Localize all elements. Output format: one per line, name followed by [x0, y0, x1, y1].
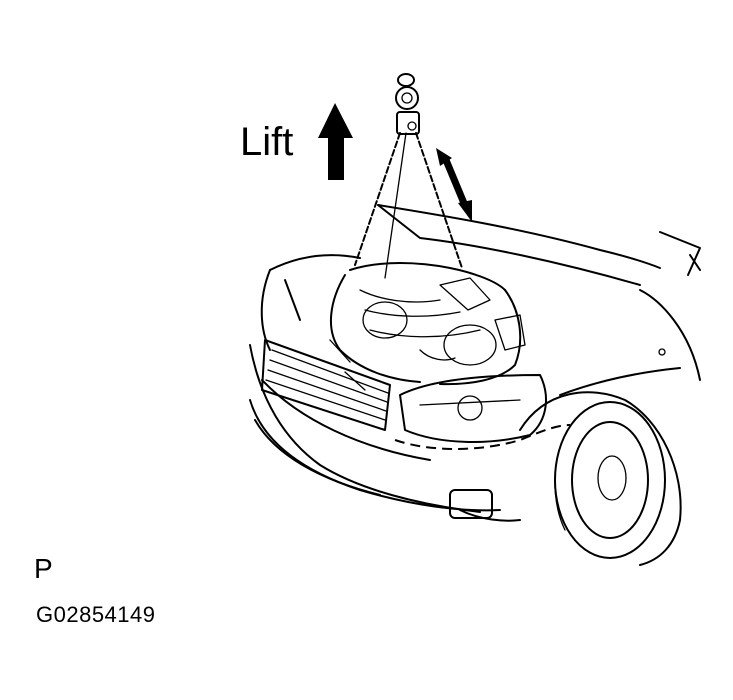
view-letter: P: [34, 553, 53, 584]
figure-code: G02854149: [36, 602, 156, 627]
vehicle-hood: [377, 204, 701, 286]
engine-assembly: [329, 262, 526, 391]
lifting-chains: [354, 132, 463, 279]
hoist-hook: [395, 73, 420, 135]
front-grille: [261, 339, 391, 431]
vehicle-body: [249, 254, 701, 522]
headlamp: [399, 374, 547, 443]
front-bumper: [249, 399, 501, 519]
engine-bay-outline: [394, 424, 571, 450]
front-wheel: [519, 391, 682, 566]
lift-label: Lift: [240, 120, 294, 164]
lift-arrow-icon: [318, 103, 353, 180]
double-arrow-icon: [436, 148, 472, 222]
